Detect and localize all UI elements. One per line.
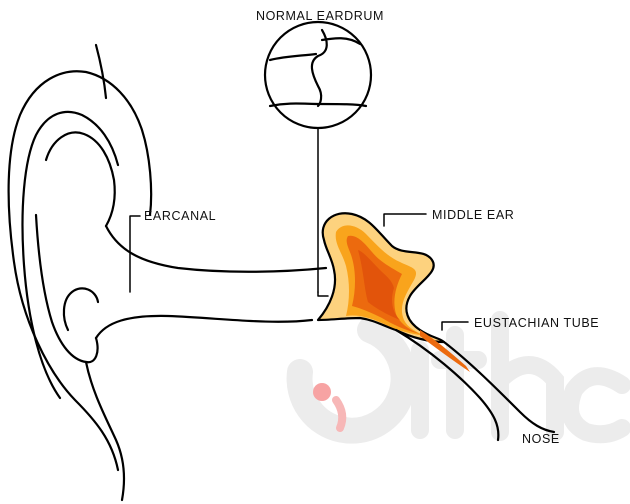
ear-canal-bottom [96,316,312,338]
magnifier-pointer-hook [318,292,328,296]
label-normal-eardrum: NORMAL EARDRUM [256,9,384,23]
label-nose: NOSE [522,432,560,446]
concha-outline [46,132,115,226]
magnifier-circle [265,22,371,128]
ear-canal-top [106,226,326,272]
middle-ear-cavity [318,213,444,342]
label-earcanal: EARCANAL [144,209,216,223]
label-eustachian-tube: EUSTACHIAN TUBE [474,316,599,330]
middle-ear-leader [384,214,426,226]
hairline [96,45,106,98]
watermark-logo-icon [300,320,622,434]
label-middle-ear: MIDDLE EAR [432,208,514,222]
earlobe-outline [86,362,124,500]
tragus-outline [64,288,98,330]
